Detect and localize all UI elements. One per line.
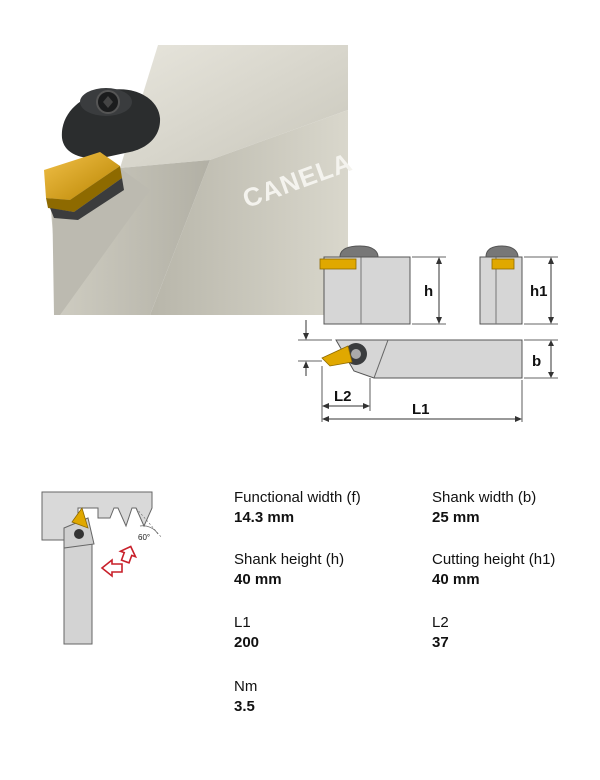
spec-l1: L1 200 bbox=[234, 614, 259, 652]
h1-label: h1 bbox=[530, 283, 548, 300]
spec-label: L1 bbox=[234, 614, 251, 631]
l1-label: L1 bbox=[412, 401, 430, 418]
spec-value: 14.3 mm bbox=[234, 509, 295, 526]
spec-shank-height: Shank height (h) 40 mm bbox=[234, 551, 344, 589]
spec-label: Functional width (f) bbox=[234, 489, 361, 506]
screw-icon bbox=[74, 529, 84, 539]
insert-icon bbox=[71, 507, 89, 529]
spec-value: 37 bbox=[432, 634, 449, 651]
insert-icon bbox=[44, 152, 120, 200]
spec-label: Shank width (b) bbox=[432, 489, 537, 506]
tool-holder-photo: CANELA bbox=[44, 45, 356, 315]
h-label: h bbox=[424, 283, 433, 300]
spec-shank-width: Shank width (b) 25 mm bbox=[432, 489, 536, 527]
spec-value: 25 mm bbox=[432, 509, 480, 526]
l2-label: L2 bbox=[334, 388, 352, 405]
spec-functional-width: Functional width (f) 14.3 mm bbox=[234, 489, 361, 527]
feed-arrow-left-icon bbox=[100, 558, 123, 578]
spec-value: 40 mm bbox=[234, 571, 282, 588]
spec-label: Cutting height (h1) bbox=[432, 551, 556, 568]
b-label: b bbox=[532, 353, 541, 370]
operation-diagram: 60° bbox=[41, 491, 163, 645]
spec-label: L2 bbox=[432, 614, 449, 631]
spec-value: 200 bbox=[234, 634, 260, 651]
spec-label: Nm bbox=[234, 678, 258, 695]
top-view bbox=[335, 339, 523, 379]
shank bbox=[63, 543, 93, 645]
spec-l2: L2 37 bbox=[432, 614, 449, 652]
dimension-drawing: h h1 b f L2 L1 bbox=[298, 245, 558, 422]
workpiece-profile bbox=[41, 491, 153, 541]
spec-cutting-height: Cutting height (h1) 40 mm bbox=[432, 551, 555, 589]
spec-value: 3.5 bbox=[234, 698, 255, 715]
spec-value: 40 mm bbox=[432, 571, 480, 588]
spec-label: Shank height (h) bbox=[234, 551, 345, 568]
feed-arrow-up-icon bbox=[118, 545, 138, 564]
spec-nm: Nm 3.5 bbox=[234, 678, 257, 716]
angle-label: 60° bbox=[138, 533, 150, 542]
